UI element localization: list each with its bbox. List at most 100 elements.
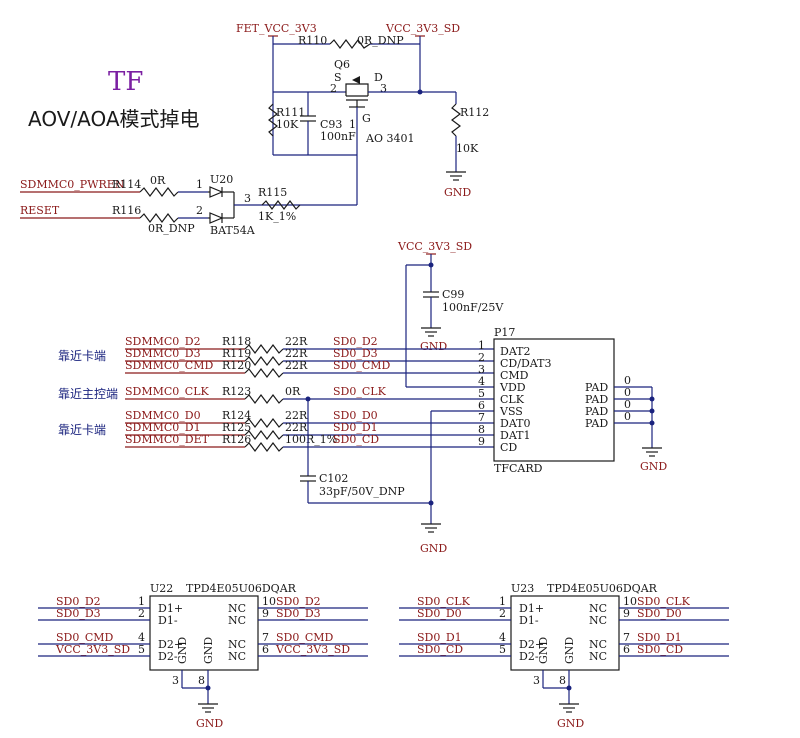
- r114-value: 0R: [150, 174, 166, 187]
- u22-right-pin-number: 10: [262, 595, 276, 608]
- note-near-card-2: 靠近卡端: [58, 423, 106, 437]
- p17-pin: 9 CD: [478, 435, 517, 454]
- u20-pin2: 2: [196, 204, 203, 217]
- u22-gnd-pin-name: GND: [176, 637, 189, 664]
- u23-part: TPD4E05U06DQAR: [547, 582, 658, 595]
- c93-ref: C93: [320, 118, 342, 131]
- p17-ref: P17: [494, 326, 515, 339]
- fet-vcc-label: FET_VCC_3V3: [236, 22, 317, 35]
- p17-pad-number: 0: [624, 398, 631, 411]
- u23-right-pin-name: NC: [589, 638, 607, 651]
- r110-value: 0R_DNP: [357, 34, 404, 47]
- r111-value: 10K: [276, 118, 299, 131]
- c102-value: 33pF/50V_DNP: [319, 485, 405, 498]
- sd-row-resistor: [244, 442, 284, 452]
- p17-pin-name: VDD: [499, 381, 526, 394]
- schematic-subtitle: AOV/AOA模式掉电: [28, 107, 200, 131]
- p17-pad-name: PAD: [585, 417, 608, 430]
- p17-pin-number: 5: [478, 387, 485, 400]
- u23-right-pin-number: 9: [623, 607, 630, 620]
- p17-pin-name: CD: [500, 441, 517, 454]
- u22-left-pin-net: VCC_3V3_SD: [55, 643, 130, 656]
- p17-pin-name: DAT0: [500, 417, 531, 430]
- u23-left-pin-net: SD0_D1: [417, 631, 462, 644]
- u23-right-pin-net: SD0_D1: [637, 631, 682, 644]
- p17-pin-name: CD/DAT3: [500, 357, 551, 370]
- gnd-label-2: GND: [420, 340, 447, 353]
- u22-part: TPD4E05U06DQAR: [186, 582, 297, 595]
- r116-ref: R116: [112, 204, 141, 217]
- sd-row-resistor: [244, 368, 284, 378]
- gnd-label-1: GND: [444, 186, 471, 199]
- q6-s-label: S: [334, 71, 342, 84]
- p17-pad: PAD 0: [585, 410, 655, 430]
- sd-row-resistor-ref: R120: [222, 359, 251, 372]
- u22-right-pin-net: VCC_3V3_SD: [275, 643, 350, 656]
- q6-pin3: 3: [380, 82, 387, 95]
- u22-left-pin-name: D2-: [158, 650, 178, 663]
- p17-pin-number: 9: [478, 435, 485, 448]
- p17-pad-number: 0: [624, 386, 631, 399]
- u22-right-pin-name: NC: [228, 614, 246, 627]
- u23-gnd-pin-name: GND: [563, 637, 576, 664]
- sd-row-resistor-value: 100R_1%: [285, 433, 337, 446]
- sd-row-output-net: SD0_D2: [333, 335, 378, 348]
- u22-left-pin-name: D2+: [158, 638, 183, 651]
- u22-body: [149, 595, 259, 671]
- r116-resistor: [139, 213, 179, 223]
- p17-pad-number: 0: [624, 410, 631, 423]
- sd-row-resistor: [244, 344, 284, 354]
- vcc-sd-label-mid: VCC_3V3_SD: [397, 240, 472, 253]
- u23-right-pin-net: SD0_CLK: [637, 595, 691, 608]
- u23-left-pin-name: D2+: [519, 638, 544, 651]
- r115-value: 1K_1%: [258, 210, 296, 223]
- u22-right-pin-name: NC: [228, 638, 246, 651]
- sd-row-input-net: SDMMC0_D2: [125, 335, 201, 348]
- sd-row-resistor-value: 22R: [285, 359, 308, 372]
- u22-gnd-pin-number: 8: [198, 674, 205, 687]
- sd-row-output-net: SD0_D0: [333, 409, 378, 422]
- u23-left-pin-number: 2: [499, 607, 506, 620]
- p17-pad-name: PAD: [585, 393, 608, 406]
- r114-ref: R114: [112, 178, 141, 191]
- u23-left-pin-net: SD0_D0: [417, 607, 462, 620]
- u22-right-pin-number: 7: [262, 631, 269, 644]
- p17-pad-number: 0: [624, 374, 631, 387]
- u22-right-pin-name: NC: [228, 650, 246, 663]
- p17-pin-number: 1: [478, 339, 485, 352]
- sd-row-resistor: [244, 356, 284, 366]
- p17-pin-name: DAT1: [500, 429, 531, 442]
- sd-row-resistor-value: 22R: [285, 409, 308, 422]
- u20-pin1: 1: [196, 178, 203, 191]
- note-near-host: 靠近主控端: [58, 387, 118, 401]
- p17-pin-name: VSS: [499, 405, 523, 418]
- u22-right-pin-net: SD0_D3: [276, 607, 321, 620]
- u22-left-pin-net: SD0_CMD: [56, 631, 114, 644]
- p17-pin-name: CLK: [500, 393, 525, 406]
- u22-left-pin-net: SD0_D3: [56, 607, 101, 620]
- schematic-title: TF: [108, 67, 143, 97]
- u23-right-pin-net: SD0_D0: [637, 607, 682, 620]
- u23-left-pin-name: D1+: [519, 602, 544, 615]
- c99-ref: C99: [442, 288, 464, 301]
- sd-row-resistor-value: 0R: [285, 385, 301, 398]
- u20-ref: U20: [210, 173, 233, 186]
- u23-body: [510, 595, 620, 671]
- u22-right-pin-name: NC: [228, 602, 246, 615]
- u23-left-pin-net: SD0_CD: [417, 643, 463, 656]
- r110-resistor: [329, 39, 371, 49]
- sd-row-input-net: SDMMC0_CLK: [125, 385, 210, 398]
